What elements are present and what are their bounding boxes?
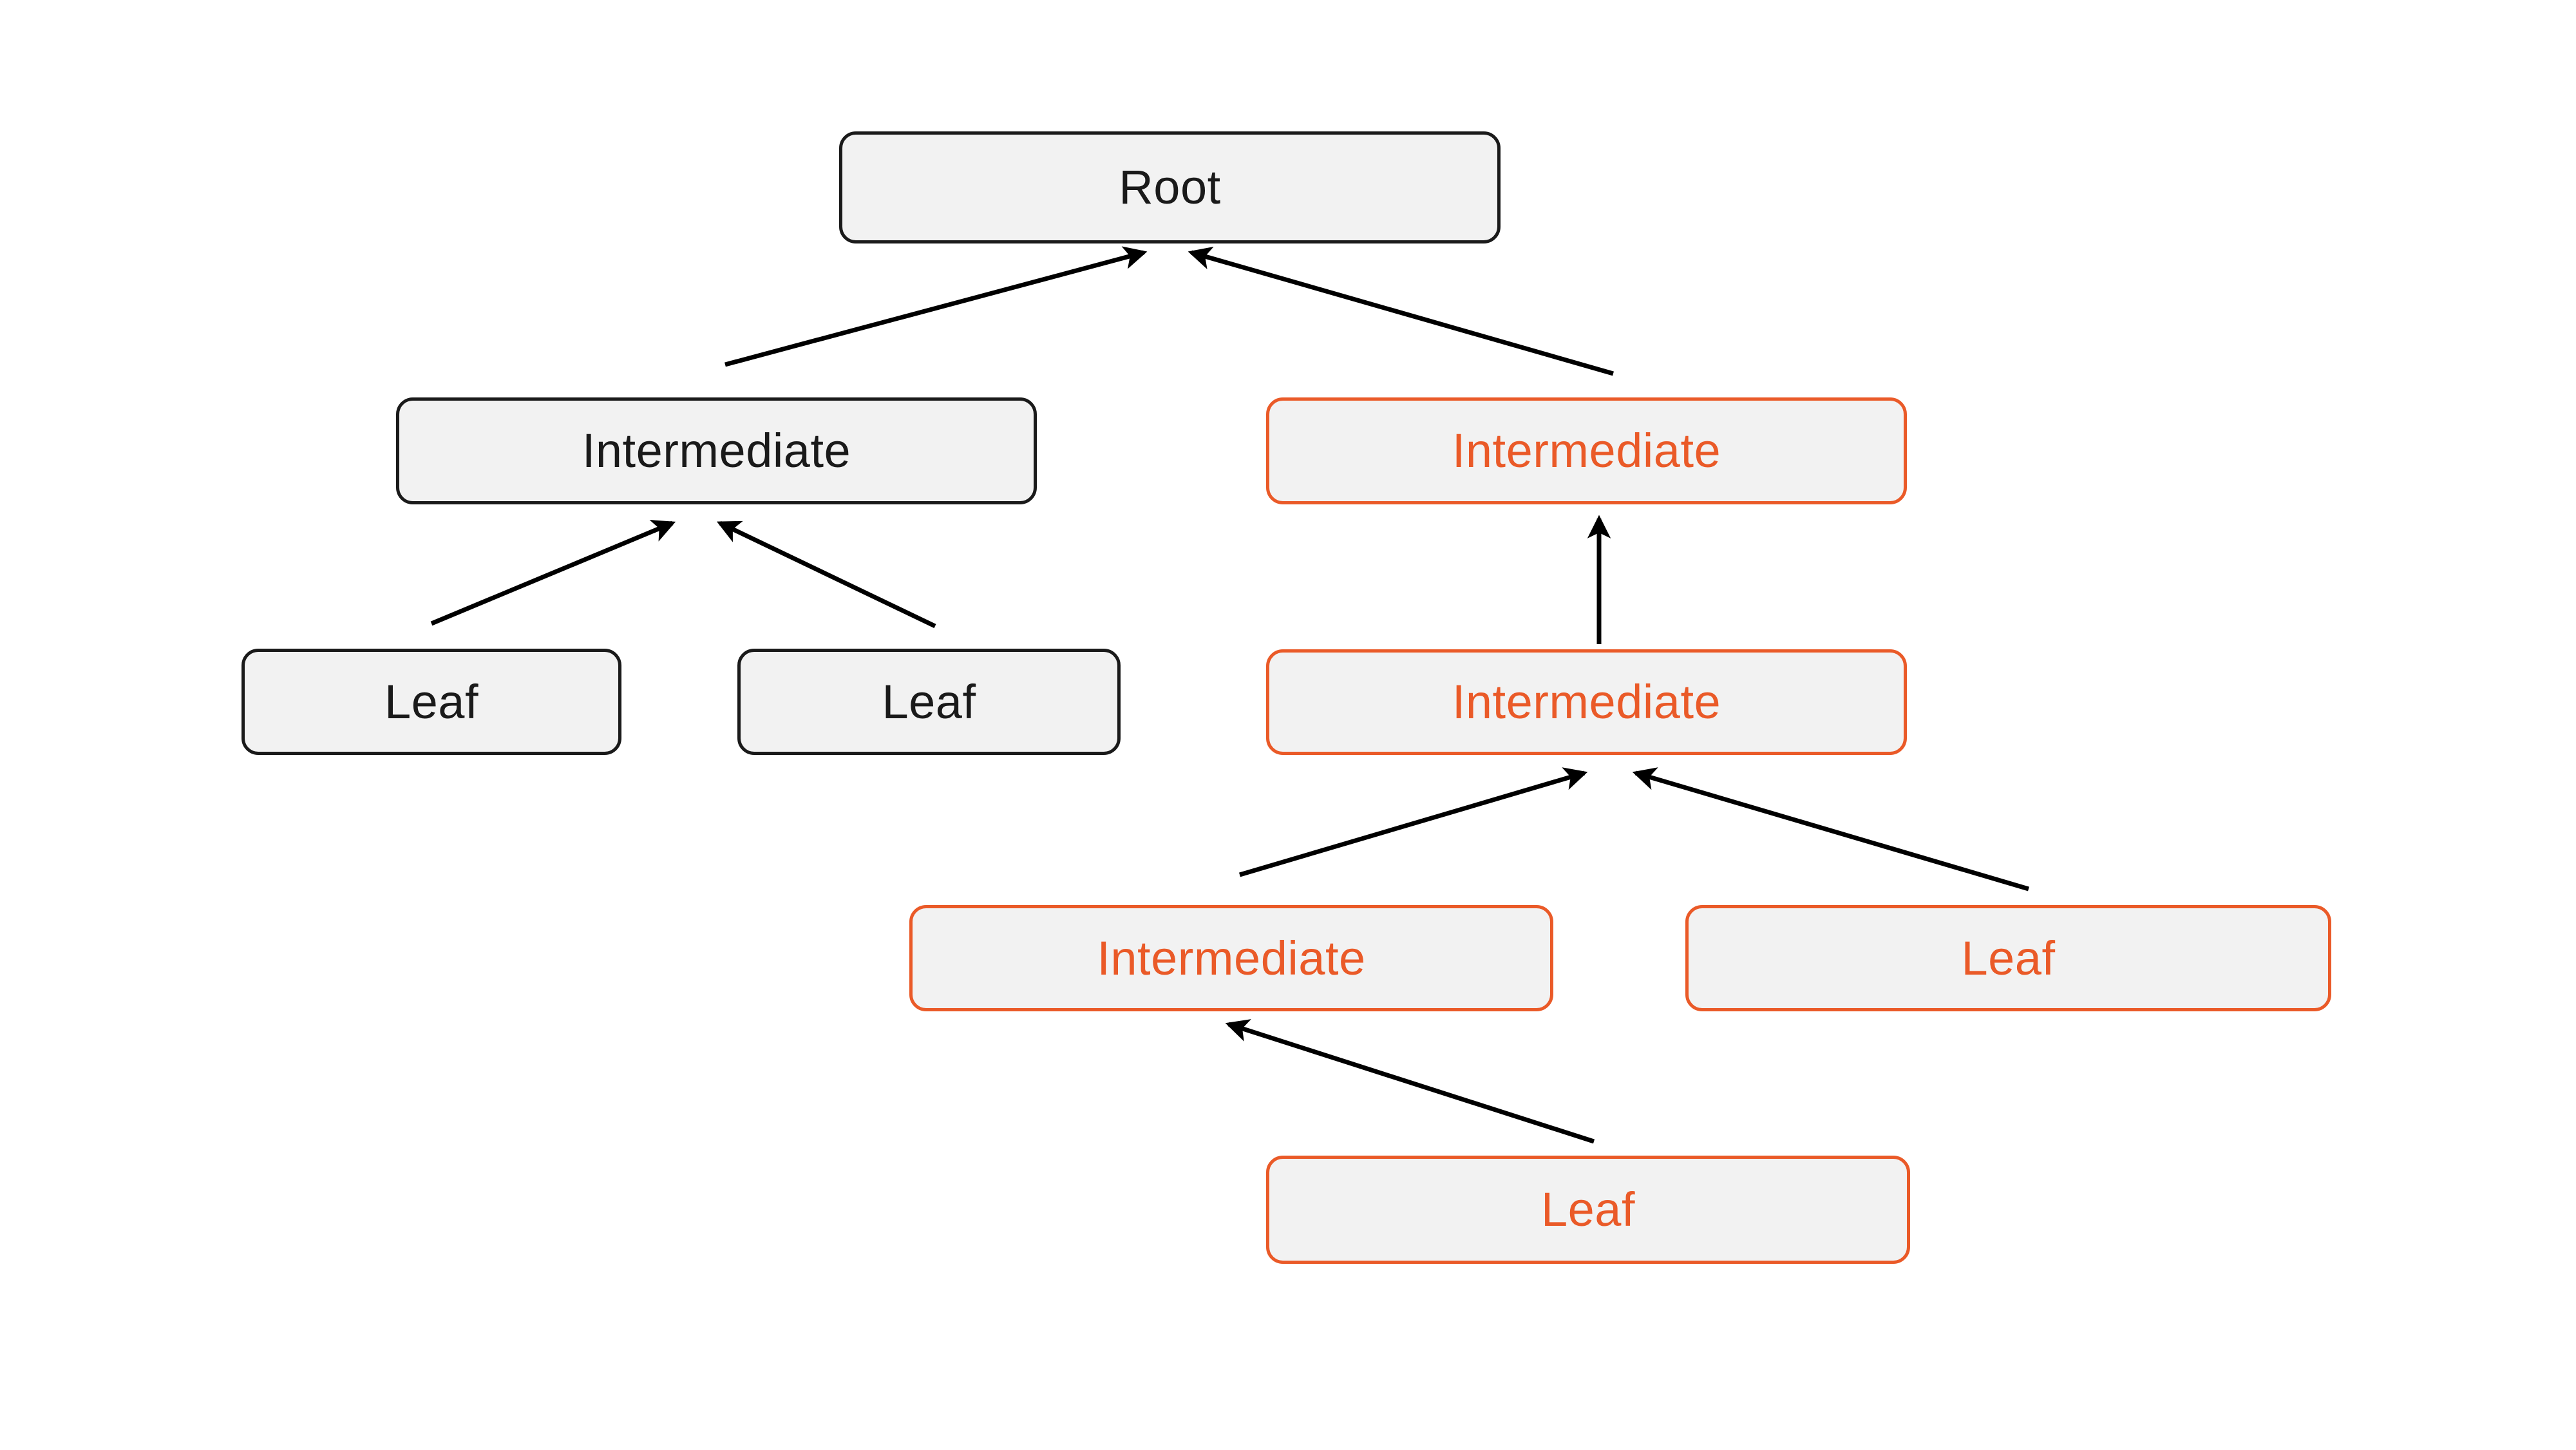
node-label: Intermediate [582, 424, 851, 478]
edge-i1-to-root [724, 246, 1148, 367]
node-label: Leaf [882, 674, 976, 729]
edge-l1-to-i1 [430, 520, 676, 626]
node-i3[interactable]: Intermediate [1266, 649, 1907, 755]
node-label: Intermediate [1452, 675, 1721, 729]
node-l4[interactable]: Leaf [1266, 1156, 1910, 1264]
node-i4[interactable]: Intermediate [909, 905, 1553, 1011]
node-i2[interactable]: Intermediate [1266, 397, 1907, 504]
node-l3[interactable]: Leaf [1685, 905, 2331, 1011]
edge-i4-to-i3 [1239, 767, 1588, 877]
node-label: Leaf [1961, 931, 2056, 985]
edge-l2-to-i1 [716, 520, 936, 629]
node-l2[interactable]: Leaf [737, 649, 1121, 755]
edge-l3-to-i3 [1632, 767, 2029, 892]
edge-i2-to-root [1188, 247, 1614, 376]
node-label: Leaf [384, 674, 479, 729]
node-i1[interactable]: Intermediate [396, 397, 1037, 504]
node-label: Intermediate [1097, 931, 1366, 985]
node-label: Root [1119, 160, 1221, 215]
edge-l4-to-i4 [1225, 1019, 1595, 1144]
node-l1[interactable]: Leaf [242, 649, 621, 755]
node-root[interactable]: Root [839, 131, 1501, 243]
node-label: Intermediate [1452, 424, 1721, 478]
node-label: Leaf [1540, 1183, 1636, 1237]
